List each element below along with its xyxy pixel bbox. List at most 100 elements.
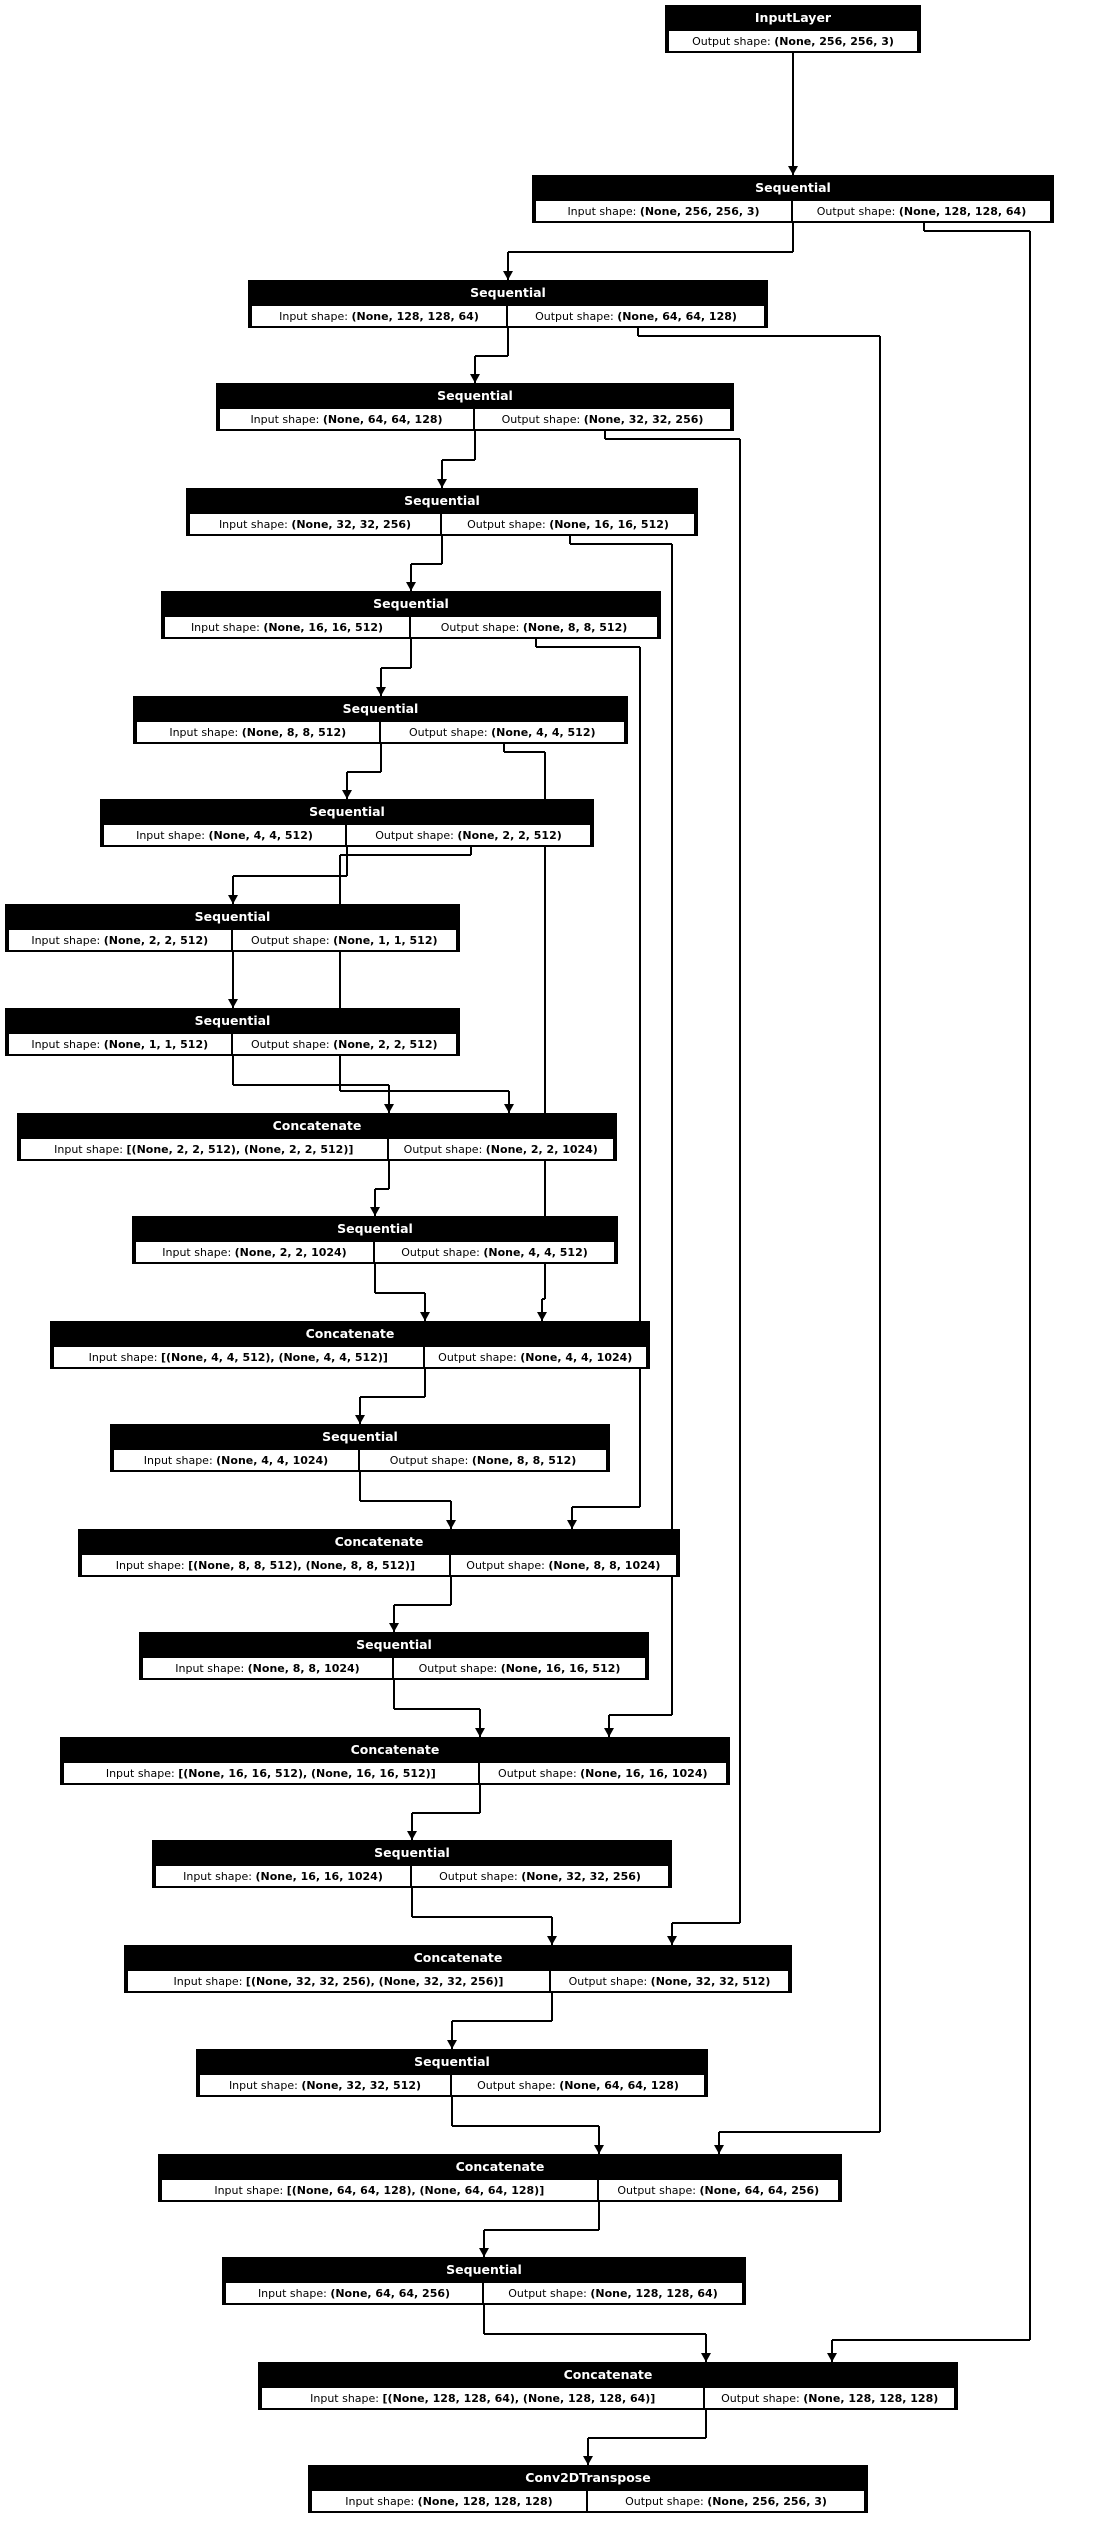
node-output-shape: Output shape: (None, 128, 128, 128): [703, 2386, 956, 2410]
node-shape-row: Input shape: (None, 128, 128, 128)Output…: [310, 2489, 866, 2513]
node-shape-row: Input shape: [(None, 4, 4, 512), (None, …: [52, 1345, 648, 1369]
edge-arrowhead: [567, 1520, 577, 1529]
node-shape-row: Input shape: (None, 32, 32, 256)Output s…: [188, 512, 696, 536]
node-input-shape: Input shape: [(None, 2, 2, 512), (None, …: [19, 1137, 389, 1161]
edge-segment: [571, 1507, 573, 1529]
node-input-shape: Input shape: (None, 128, 128, 128): [310, 2489, 588, 2513]
input-shape-caption: Input shape:: [257, 2286, 327, 2300]
output-shape-caption: Output shape:: [466, 1558, 545, 1572]
input-shape-value: (None, 8, 8, 1024): [247, 1661, 360, 1675]
input-shape-caption: Input shape:: [105, 1766, 175, 1780]
edge-segment: [450, 1501, 452, 1529]
input-shape-caption: Input shape:: [173, 1974, 243, 1988]
output-shape-caption: Output shape:: [403, 1142, 483, 1156]
edge-segment: [360, 1396, 425, 1398]
output-shape-caption: Output shape:: [438, 1350, 517, 1364]
node-type-label: Sequential: [218, 385, 732, 407]
output-shape-value: (None, 128, 128, 64): [590, 2286, 718, 2300]
node-type-label: Sequential: [250, 282, 766, 304]
edge-segment: [394, 1604, 451, 1606]
edge-arrowhead: [407, 1831, 417, 1840]
node-input-shape: Input shape: (None, 2, 2, 1024): [134, 1240, 375, 1264]
input-shape-caption: Input shape:: [162, 1245, 232, 1259]
edge-segment: [705, 2410, 707, 2438]
edge-arrowhead: [503, 271, 513, 280]
edge-segment: [504, 751, 545, 753]
node-shape-row: Input shape: (None, 4, 4, 1024)Output sh…: [112, 1448, 608, 1472]
edge-segment: [233, 1084, 389, 1086]
edge-segment: [671, 544, 673, 1715]
edge-segment: [232, 876, 234, 904]
edge-segment: [598, 2202, 600, 2230]
edge-segment: [374, 1189, 376, 1216]
node-shape-row: Input shape: [(None, 8, 8, 512), (None, …: [80, 1553, 678, 1577]
input-shape-caption: Input shape:: [190, 620, 260, 634]
output-shape-value: (None, 32, 32, 256): [583, 412, 704, 426]
edge-arrowhead: [714, 2145, 724, 2154]
output-shape-caption: Output shape:: [816, 204, 896, 218]
edge-segment: [508, 251, 793, 253]
edge-segment: [339, 855, 341, 1091]
node-output-shape: Output shape: (None, 256, 256, 3): [586, 2489, 866, 2513]
edge-arrowhead: [479, 2248, 489, 2257]
edge-arrowhead: [475, 1728, 485, 1737]
edge-arrowhead: [701, 2353, 711, 2362]
edge-segment: [340, 854, 471, 856]
edge-arrowhead: [384, 1104, 394, 1113]
edge-segment: [705, 2334, 707, 2362]
node-type-label: Concatenate: [52, 1323, 648, 1345]
edge-segment: [360, 1500, 451, 1502]
input-shape-value: (None, 64, 64, 128): [322, 412, 443, 426]
node-type-label: Concatenate: [19, 1115, 615, 1137]
edge-segment: [388, 1161, 390, 1189]
edge-segment: [451, 2097, 453, 2126]
input-shape-caption: Input shape:: [88, 1350, 158, 1364]
node-output-shape: Output shape: (None, 4, 4, 1024): [422, 1345, 648, 1369]
edge-segment: [507, 252, 509, 280]
edge-segment: [381, 667, 411, 669]
input-shape-caption: Input shape:: [115, 1558, 185, 1572]
edge-segment: [233, 875, 347, 877]
output-shape-value: (None, 16, 16, 512): [549, 517, 669, 531]
edge-arrowhead: [420, 1312, 430, 1321]
node-output-shape: Output shape: (None, 32, 32, 256): [473, 407, 732, 431]
input-shape-caption: Input shape:: [31, 933, 101, 947]
output-shape-value: (None, 128, 128, 64): [898, 204, 1027, 218]
input-shape-value: [(None, 8, 8, 512), (None, 8, 8, 512)]: [188, 1558, 415, 1572]
node-output-shape: Output shape: (None, 4, 4, 512): [378, 720, 626, 744]
edge-segment: [346, 847, 348, 876]
edge-arrowhead: [228, 895, 238, 904]
node-type-label: Sequential: [135, 698, 626, 720]
edge-segment: [346, 772, 348, 799]
edge-segment: [535, 639, 537, 647]
edge-segment: [639, 647, 641, 1507]
input-shape-value: (None, 16, 16, 512): [263, 620, 384, 634]
node-output-shape: Output shape: (None, 256, 256, 3): [667, 29, 919, 53]
edge-arrowhead: [376, 687, 386, 696]
output-shape-caption: Output shape:: [250, 1037, 330, 1051]
